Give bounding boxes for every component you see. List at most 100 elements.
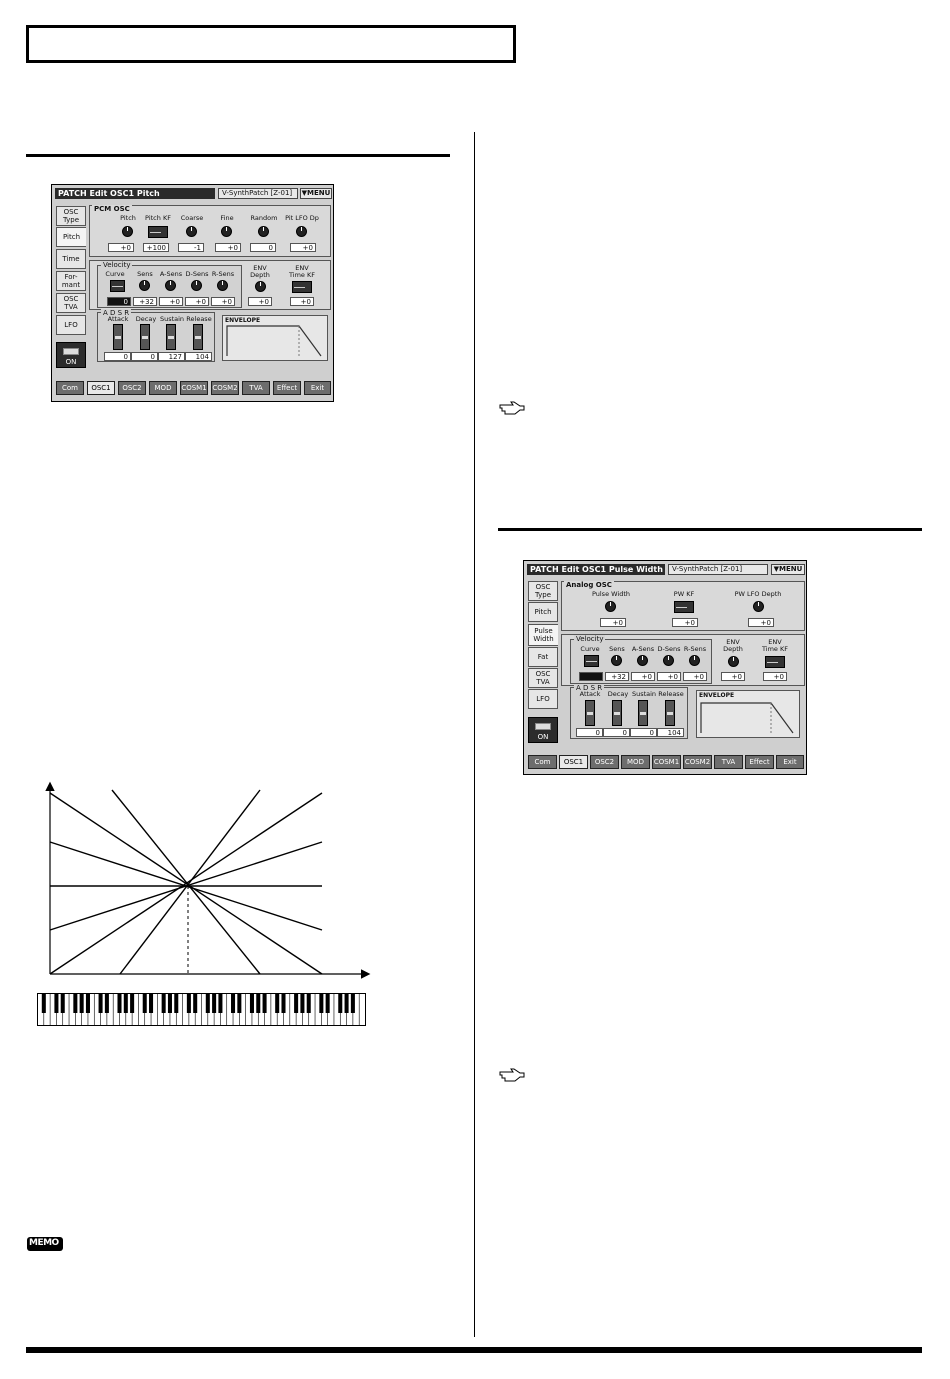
pulse-width-value[interactable]: +0 <box>600 618 626 627</box>
env-depth-knob-icon[interactable] <box>255 281 266 292</box>
tab-osc2[interactable]: OSC2 <box>590 755 619 769</box>
release-fader-icon[interactable] <box>193 324 203 350</box>
velocity-sens-value[interactable]: +32 <box>133 297 157 306</box>
tab-tva[interactable]: TVA <box>714 755 743 769</box>
pitch-knob-icon[interactable] <box>122 226 133 237</box>
tab-osc-type[interactable]: OSC Type <box>56 206 86 226</box>
pitch-lfo-depth-knob-icon[interactable] <box>296 226 307 237</box>
param-label: Release <box>186 315 212 323</box>
sustain-fader-icon[interactable] <box>166 324 176 350</box>
pw-kf-icon[interactable] <box>674 601 694 613</box>
osc-on-button[interactable]: ON <box>528 717 558 743</box>
env-depth-value[interactable]: +0 <box>248 297 272 306</box>
pulse-width-knob-icon[interactable] <box>605 601 616 612</box>
decay-fader-icon[interactable] <box>612 700 622 726</box>
pitch-kf-graph-icon[interactable] <box>148 226 168 238</box>
tab-cosm1[interactable]: COSM1 <box>652 755 681 769</box>
env-time-kf-value[interactable]: +0 <box>763 672 787 681</box>
decay-value[interactable]: 0 <box>131 352 158 361</box>
tab-exit[interactable]: Exit <box>776 755 804 769</box>
coarse-value[interactable]: -1 <box>178 243 204 252</box>
tab-time[interactable]: Time <box>56 249 86 269</box>
menu-button[interactable]: ▼MENU <box>300 188 332 199</box>
param-label: Sustain <box>159 315 185 323</box>
velocity-curve-icon[interactable] <box>584 655 599 667</box>
tab-mod[interactable]: MOD <box>149 381 177 395</box>
velocity-sens-knob-icon[interactable] <box>139 280 150 291</box>
decay-fader-icon[interactable] <box>140 324 150 350</box>
tab-osc1[interactable]: OSC1 <box>559 755 588 769</box>
env-time-kf-value[interactable]: +0 <box>290 297 314 306</box>
random-value[interactable]: 0 <box>250 243 276 252</box>
velocity-r-sens-knob-icon[interactable] <box>689 655 700 666</box>
velocity-sens-knob-icon[interactable] <box>611 655 622 666</box>
tab-com[interactable]: Com <box>56 381 84 395</box>
env-time-kf-icon[interactable] <box>292 281 312 293</box>
release-value[interactable]: 104 <box>185 352 212 361</box>
tab-mod[interactable]: MOD <box>621 755 650 769</box>
tab-osc-tva[interactable]: OSC TVA <box>528 668 558 688</box>
tab-cosm1[interactable]: COSM1 <box>180 381 208 395</box>
coarse-knob-icon[interactable] <box>186 226 197 237</box>
velocity-a-sens-knob-icon[interactable] <box>637 655 648 666</box>
velocity-curve-value[interactable] <box>579 672 603 681</box>
velocity-sens-value[interactable]: +32 <box>605 672 629 681</box>
attack-fader-icon[interactable] <box>585 700 595 726</box>
velocity-label: Velocity <box>574 635 606 643</box>
tab-lfo[interactable]: LFO <box>528 689 558 709</box>
velocity-a-sens-value[interactable]: +0 <box>631 672 655 681</box>
velocity-d-sens-knob-icon[interactable] <box>663 655 674 666</box>
velocity-curve-icon[interactable] <box>110 280 125 292</box>
tab-cosm2[interactable]: COSM2 <box>683 755 712 769</box>
velocity-curve-value[interactable]: 0 <box>107 297 131 306</box>
tab-effect[interactable]: Effect <box>273 381 301 395</box>
random-knob-icon[interactable] <box>258 226 269 237</box>
velocity-d-sens-knob-icon[interactable] <box>191 280 202 291</box>
env-depth-value[interactable]: +0 <box>721 672 745 681</box>
attack-value[interactable]: 0 <box>576 728 603 737</box>
tab-pitch[interactable]: Pitch <box>528 602 558 622</box>
tab-lfo[interactable]: LFO <box>56 315 86 335</box>
tab-com[interactable]: Com <box>528 755 557 769</box>
sustain-value[interactable]: 0 <box>630 728 657 737</box>
menu-button[interactable]: ▼MENU <box>771 564 805 575</box>
velocity-d-sens-value[interactable]: +0 <box>185 297 209 306</box>
env-time-kf-icon[interactable] <box>765 656 785 668</box>
pitch-kf-value[interactable]: +100 <box>143 243 169 252</box>
velocity-r-sens-value[interactable]: +0 <box>683 672 707 681</box>
release-fader-icon[interactable] <box>665 700 675 726</box>
tab-osc1[interactable]: OSC1 <box>87 381 115 395</box>
tab-osc-tva[interactable]: OSC TVA <box>56 293 86 313</box>
env-depth-knob-icon[interactable] <box>728 656 739 667</box>
fine-value[interactable]: +0 <box>215 243 241 252</box>
tab-pitch[interactable]: Pitch <box>56 227 86 247</box>
velocity-d-sens-value[interactable]: +0 <box>657 672 681 681</box>
tab-tva[interactable]: TVA <box>242 381 270 395</box>
black-key <box>104 994 109 1013</box>
velocity-r-sens-value[interactable]: +0 <box>211 297 235 306</box>
release-value[interactable]: 104 <box>657 728 684 737</box>
pw-kf-value[interactable]: +0 <box>672 618 698 627</box>
fine-knob-icon[interactable] <box>221 226 232 237</box>
tab-effect[interactable]: Effect <box>745 755 774 769</box>
velocity-a-sens-value[interactable]: +0 <box>159 297 183 306</box>
sustain-fader-icon[interactable] <box>638 700 648 726</box>
pw-lfo-depth-knob-icon[interactable] <box>753 601 764 612</box>
decay-value[interactable]: 0 <box>603 728 630 737</box>
attack-value[interactable]: 0 <box>104 352 131 361</box>
sustain-value[interactable]: 127 <box>158 352 185 361</box>
tab-osc-type[interactable]: OSC Type <box>528 581 558 601</box>
osc-on-button[interactable]: ON <box>56 342 86 368</box>
pitch-value[interactable]: +0 <box>108 243 134 252</box>
velocity-r-sens-knob-icon[interactable] <box>217 280 228 291</box>
pw-lfo-depth-value[interactable]: +0 <box>748 618 774 627</box>
tab-fat[interactable]: Fat <box>528 647 558 667</box>
velocity-a-sens-knob-icon[interactable] <box>165 280 176 291</box>
tab-osc2[interactable]: OSC2 <box>118 381 146 395</box>
tab-pulse-width[interactable]: Pulse Width <box>528 624 558 646</box>
attack-fader-icon[interactable] <box>113 324 123 350</box>
pitch-lfo-depth-value[interactable]: +0 <box>290 243 316 252</box>
tab-exit[interactable]: Exit <box>304 381 331 395</box>
tab-cosm2[interactable]: COSM2 <box>211 381 239 395</box>
tab-formant[interactable]: For- mant <box>56 271 86 291</box>
